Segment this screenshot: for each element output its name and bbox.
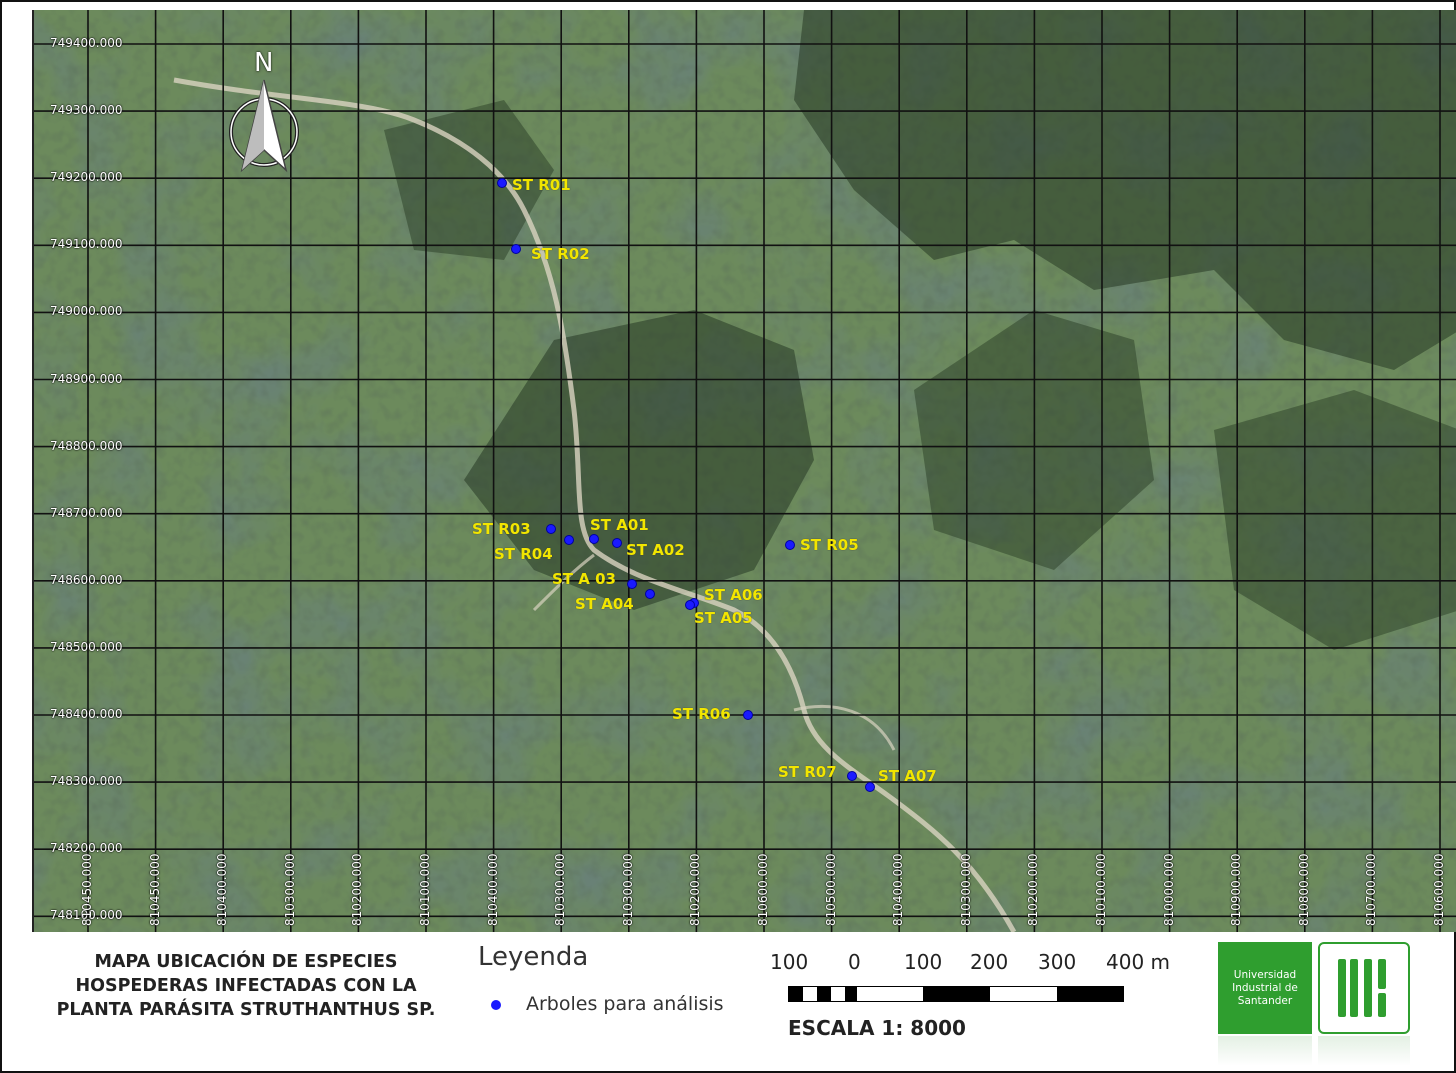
y-axis-label: 748100.000	[50, 908, 123, 923]
sample-point-label: ST R03	[472, 520, 531, 538]
scale-number: 400 m	[1106, 950, 1171, 974]
sample-point-marker[interactable]	[511, 244, 521, 254]
x-axis-label: 810300.000	[958, 853, 973, 926]
x-axis-label: 810450.000	[80, 853, 94, 926]
x-axis-label: 810200.000	[1026, 853, 1041, 926]
sample-point-marker[interactable]	[627, 579, 637, 589]
x-axis-label: 810600.000	[756, 853, 770, 926]
legend-title: Leyenda	[478, 942, 589, 972]
scale-number: 100	[770, 950, 809, 974]
sample-point-marker[interactable]	[546, 524, 556, 534]
y-axis-label: 749100.000	[50, 237, 123, 252]
y-axis-label: 749000.000	[50, 304, 123, 319]
scale-bar	[788, 986, 1124, 1002]
x-axis-label: 810600.000	[1432, 853, 1446, 926]
y-axis-label: 748200.000	[50, 841, 123, 856]
sample-point-label: ST A07	[878, 767, 937, 785]
sample-point-marker[interactable]	[612, 538, 622, 548]
y-axis-label: 749200.000	[50, 170, 123, 185]
sample-point-label: ST A02	[626, 541, 685, 559]
map-title: MAPA UBICACIÓN DE ESPECIES HOSPEDERAS IN…	[56, 952, 436, 1020]
x-axis-label: 810100.000	[1094, 853, 1108, 926]
logo-reflection	[1318, 1036, 1410, 1066]
x-axis-label: 810400.000	[215, 853, 230, 926]
x-axis-label: 810200.000	[350, 853, 365, 926]
y-axis-label: 748300.000	[50, 774, 123, 789]
logo-reflection	[1218, 1036, 1312, 1066]
sample-point-label: ST R01	[512, 176, 571, 194]
x-axis-label: 810300.000	[553, 853, 568, 926]
sample-point-label: ST A06	[704, 586, 763, 604]
y-axis-label: 748400.000	[50, 707, 123, 721]
sample-point-label: ST A 03	[552, 570, 616, 588]
sample-point-marker[interactable]	[497, 178, 507, 188]
sample-point-marker[interactable]	[589, 534, 599, 544]
legend-item-label: Arboles para análisis	[526, 993, 724, 1015]
x-axis-label: 810500.000	[823, 853, 838, 926]
logo-line: Universidad	[1233, 968, 1297, 981]
x-axis-label: 810000.000	[1161, 853, 1176, 926]
scale-number: 100	[904, 950, 943, 974]
y-axis-label: 748900.000	[50, 371, 123, 386]
sample-point-label: ST R07	[778, 763, 837, 781]
logo-line: Industrial de	[1232, 981, 1298, 994]
x-axis-label: 810300.000	[620, 853, 635, 926]
satellite-map[interactable]: N 749400.000 749300.000 749200.000 749100.0…	[32, 10, 1456, 932]
y-axis-label: 749300.000	[50, 103, 123, 118]
map-imagery	[34, 10, 1456, 932]
sample-point-label: ST R04	[494, 545, 553, 563]
y-axis-label: 748700.000	[50, 505, 123, 520]
x-axis-label: 810400.000	[891, 853, 906, 926]
x-axis-label: 810200.000	[688, 853, 703, 926]
uis-emblem-icon	[1318, 942, 1410, 1034]
sample-point-label: ST R02	[531, 245, 590, 263]
y-axis-label: 748600.000	[50, 572, 123, 587]
sample-point-marker[interactable]	[865, 782, 875, 792]
sample-point-label: ST R06	[672, 705, 731, 723]
sample-point-label: ST A04	[575, 595, 634, 613]
sample-point-marker[interactable]	[685, 600, 695, 610]
scale-number: 200	[970, 950, 1009, 974]
sample-point-marker[interactable]	[564, 535, 574, 545]
x-axis-label: 810900.000	[1229, 853, 1244, 926]
x-axis-label: 810450.000	[147, 853, 162, 926]
x-axis-label: 810100.000	[418, 853, 432, 926]
sample-point-marker[interactable]	[743, 710, 753, 720]
sample-point-marker[interactable]	[785, 540, 795, 550]
y-axis-label: 748500.000	[50, 639, 123, 654]
north-label: N	[254, 48, 274, 78]
scale-text: ESCALA 1: 8000	[788, 1016, 966, 1040]
y-axis-label: 748800.000	[50, 438, 123, 453]
x-axis-label: 810300.000	[282, 853, 297, 926]
scale-number: 0	[848, 950, 861, 974]
logo-line: Santander	[1237, 994, 1293, 1007]
y-axis-label: 749400.000	[50, 36, 123, 50]
x-axis-label: 810400.000	[485, 853, 500, 926]
university-logo: Universidad Industrial de Santander	[1218, 942, 1312, 1034]
sample-point-label: ST A05	[694, 609, 753, 627]
north-arrow-icon	[229, 79, 299, 173]
sample-point-label: ST R05	[800, 536, 859, 554]
sample-point-marker[interactable]	[645, 589, 655, 599]
scale-number: 300	[1038, 950, 1077, 974]
legend-point-icon	[491, 1000, 501, 1010]
sample-point-marker[interactable]	[847, 771, 857, 781]
sample-point-label: ST A01	[590, 516, 649, 534]
x-axis-label: 810700.000	[1364, 853, 1379, 926]
x-axis-label: 810800.000	[1296, 853, 1311, 926]
